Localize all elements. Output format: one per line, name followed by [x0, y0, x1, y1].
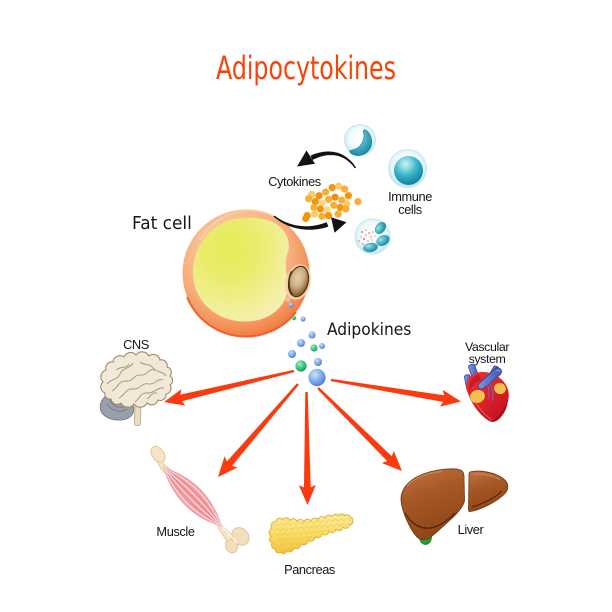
label-cytokines: Cytokines: [268, 173, 321, 189]
adipokines-dots: [288, 302, 326, 387]
pancreas-illustration: [268, 513, 354, 555]
arrow-to-liver: [317, 387, 402, 471]
cytokine-exchange-arrows: [273, 150, 357, 233]
cytokines-dots: [302, 182, 362, 223]
arrow-to-vascular: [330, 378, 461, 407]
muscle-illustration: [150, 446, 250, 554]
arrow-to-pancreas: [298, 391, 316, 505]
immune-cell-monocyte: [343, 123, 377, 157]
muscle-striations: [163, 467, 222, 527]
brain-gyri: [106, 361, 167, 403]
label-cns: CNS: [123, 336, 149, 352]
immune-cell-lymphocyte: [387, 148, 428, 189]
diagram-title: Adipocytokines: [216, 49, 396, 87]
arrow-to-muscle: [218, 383, 299, 477]
arrow-to-cns: [164, 369, 295, 406]
arrow-cytokines-to-immune: [273, 215, 347, 233]
arrow-immune-to-cytokines: [297, 150, 357, 169]
fat-cell-illustration: [182, 209, 311, 338]
immune-cell-granulocyte: [354, 218, 391, 255]
liver-illustration: [400, 468, 509, 545]
label-liver: Liver: [457, 522, 484, 537]
adipokine-arrows: [164, 369, 461, 505]
label-adipokines: Adipokines: [327, 319, 412, 340]
cns-brain-illustration: [99, 351, 174, 426]
label-muscle: Muscle: [156, 524, 195, 539]
label-pancreas: Pancreas: [284, 562, 335, 577]
vascular-heart-illustration: [464, 363, 509, 422]
label-fat-cell: Fat cell: [132, 213, 192, 234]
